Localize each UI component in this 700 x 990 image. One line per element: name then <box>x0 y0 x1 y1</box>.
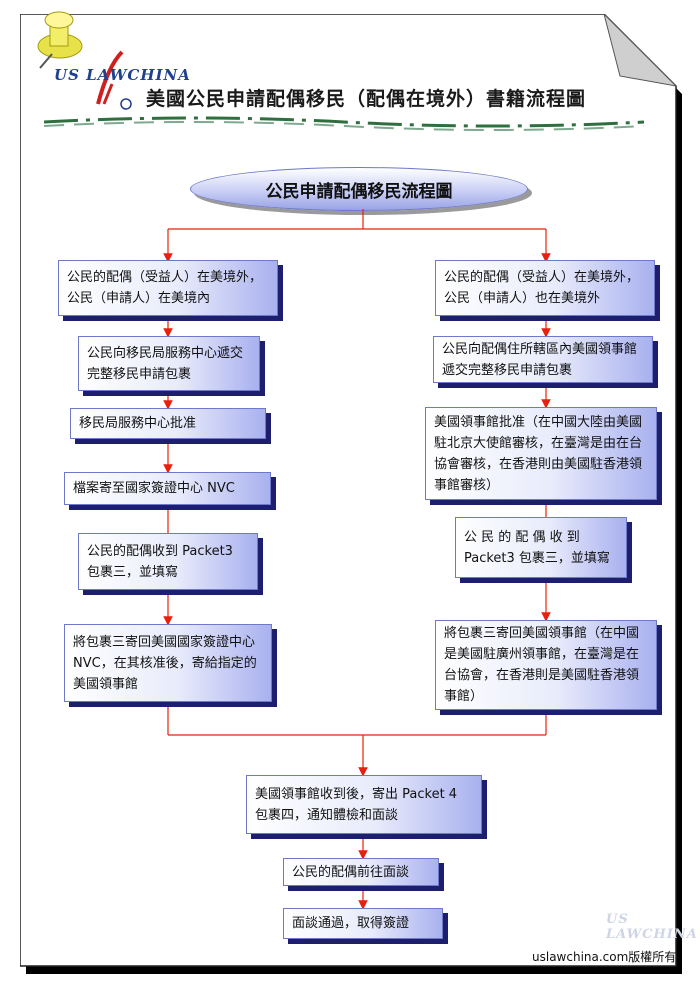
left-step-6: 將包裹三寄回美國國家簽證中心 NVC，在其核准後，寄給指定的美國領事館 <box>64 624 272 702</box>
left-step-1: 公民的配偶（受益人）在美境外，公民（申請人）在美境內 <box>58 260 278 316</box>
left-step-2: 公民向移民局服務中心遞交完整移民申請包裹 <box>78 336 260 391</box>
right-step-1: 公民的配偶（受益人）在美境外，公民（申請人）也在美境外 <box>435 260 655 316</box>
diagram-title: 公民申請配偶移民流程圖 <box>190 167 528 211</box>
right-step-4: 公 民 的 配 偶 收 到 Packet3 包裹三，並填寫 <box>455 517 627 578</box>
right-step-3: 美國領事館批准（在中國大陸由美國駐北京大使館審核，在臺灣是由在台協會審核，在香港… <box>425 407 657 500</box>
right-step-5: 將包裹三寄回美國領事館（在中國是美國駐廣州領事館，在臺灣是在台協會，在香港則是美… <box>435 620 657 710</box>
merged-step-1: 美國領事館收到後，寄出 Packet 4 包裹四，通知體檢和面談 <box>246 775 482 834</box>
merged-step-2: 公民的配偶前往面談 <box>283 858 439 886</box>
watermark-logo: US LAWCHINA <box>606 912 698 942</box>
left-step-4: 檔案寄至國家簽證中心 NVC <box>64 472 271 505</box>
pushpin-icon <box>37 11 83 69</box>
page-title: 美國公民申請配偶移民（配偶在境外）書籍流程圖 <box>146 88 587 110</box>
logo-text: US LAWCHINA <box>54 66 191 84</box>
logo-icon <box>96 50 132 110</box>
left-step-3: 移民局服務中心批准 <box>70 408 266 439</box>
decorative-divider <box>44 116 644 131</box>
left-step-5: 公民的配偶收到 Packet3 包裹三，並填寫 <box>78 533 258 590</box>
copyright-text: uslawchina.com版權所有 <box>532 950 677 964</box>
merged-step-3: 面談通過，取得簽證 <box>283 908 443 939</box>
right-step-2: 公民向配偶住所轄區內美國領事館遞交完整移民申請包裹 <box>433 336 653 383</box>
